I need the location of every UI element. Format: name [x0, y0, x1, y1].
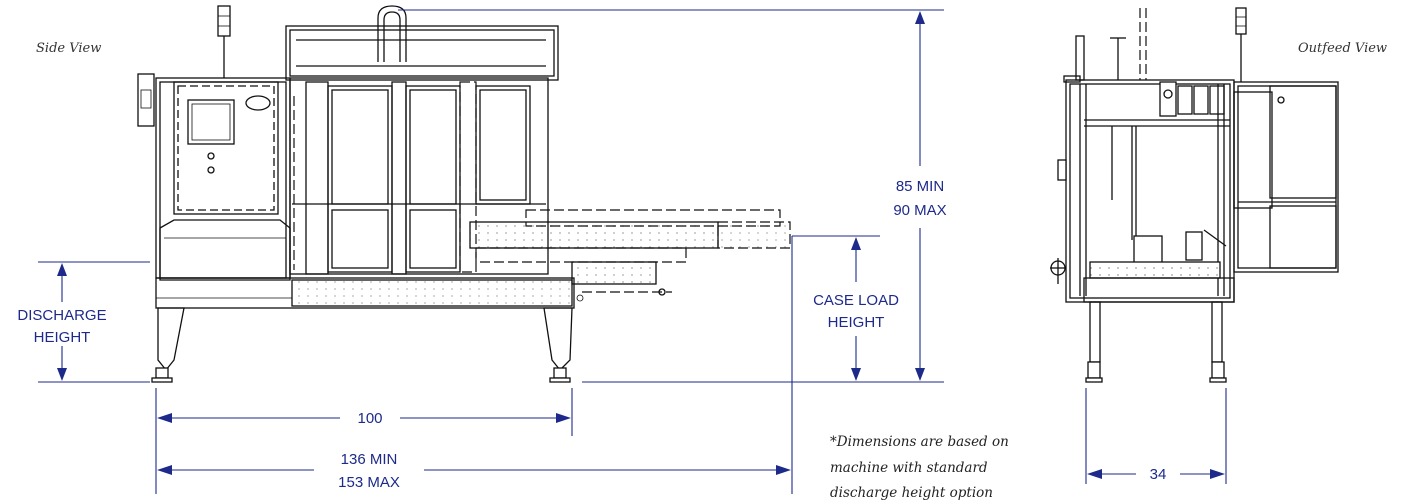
- footnote: *Dimensions are based on machine with st…: [830, 434, 1009, 501]
- overall-height-max: 90 MAX: [893, 202, 946, 219]
- footnote-line2: machine with standard: [830, 460, 988, 476]
- footnote-line3: discharge height option: [830, 485, 993, 501]
- side-leg-left: [157, 307, 185, 372]
- side-view-label: Side View: [36, 41, 101, 56]
- case-load-label-line2: HEIGHT: [828, 314, 885, 331]
- length-max-value: 153 MAX: [338, 474, 400, 491]
- footnote-line1: *Dimensions are based on: [830, 434, 1009, 450]
- discharge-label-line2: HEIGHT: [34, 329, 91, 346]
- outfeed-view-machine: [1050, 7, 1339, 383]
- air-regulators: [1159, 81, 1225, 117]
- overall-height-min: 85 MIN: [896, 178, 944, 195]
- case-load-label-line1: CASE LOAD: [813, 292, 899, 309]
- width-value: 34: [1150, 466, 1167, 483]
- hmi-screen: [187, 99, 235, 145]
- discharge-conveyor: [469, 209, 791, 296]
- side-base-frame: [155, 277, 575, 309]
- panel-handle: [245, 95, 271, 111]
- air-regulator: [137, 73, 155, 127]
- dimension-lines: [38, 9, 1227, 494]
- control-panel: [173, 81, 279, 215]
- length-min-value: 136 MIN: [341, 451, 398, 468]
- side-leg-right: [543, 307, 573, 371]
- outfeed-door: [1233, 81, 1339, 273]
- outfeed-view-label: Outfeed View: [1298, 41, 1387, 56]
- side-light-tower: [217, 5, 231, 78]
- guard-doors: [289, 77, 549, 275]
- side-view-machine: [137, 5, 791, 383]
- upper-frame: [285, 25, 559, 81]
- leg-span-value: 100: [357, 410, 382, 427]
- discharge-label-line1: DISCHARGE: [17, 307, 106, 324]
